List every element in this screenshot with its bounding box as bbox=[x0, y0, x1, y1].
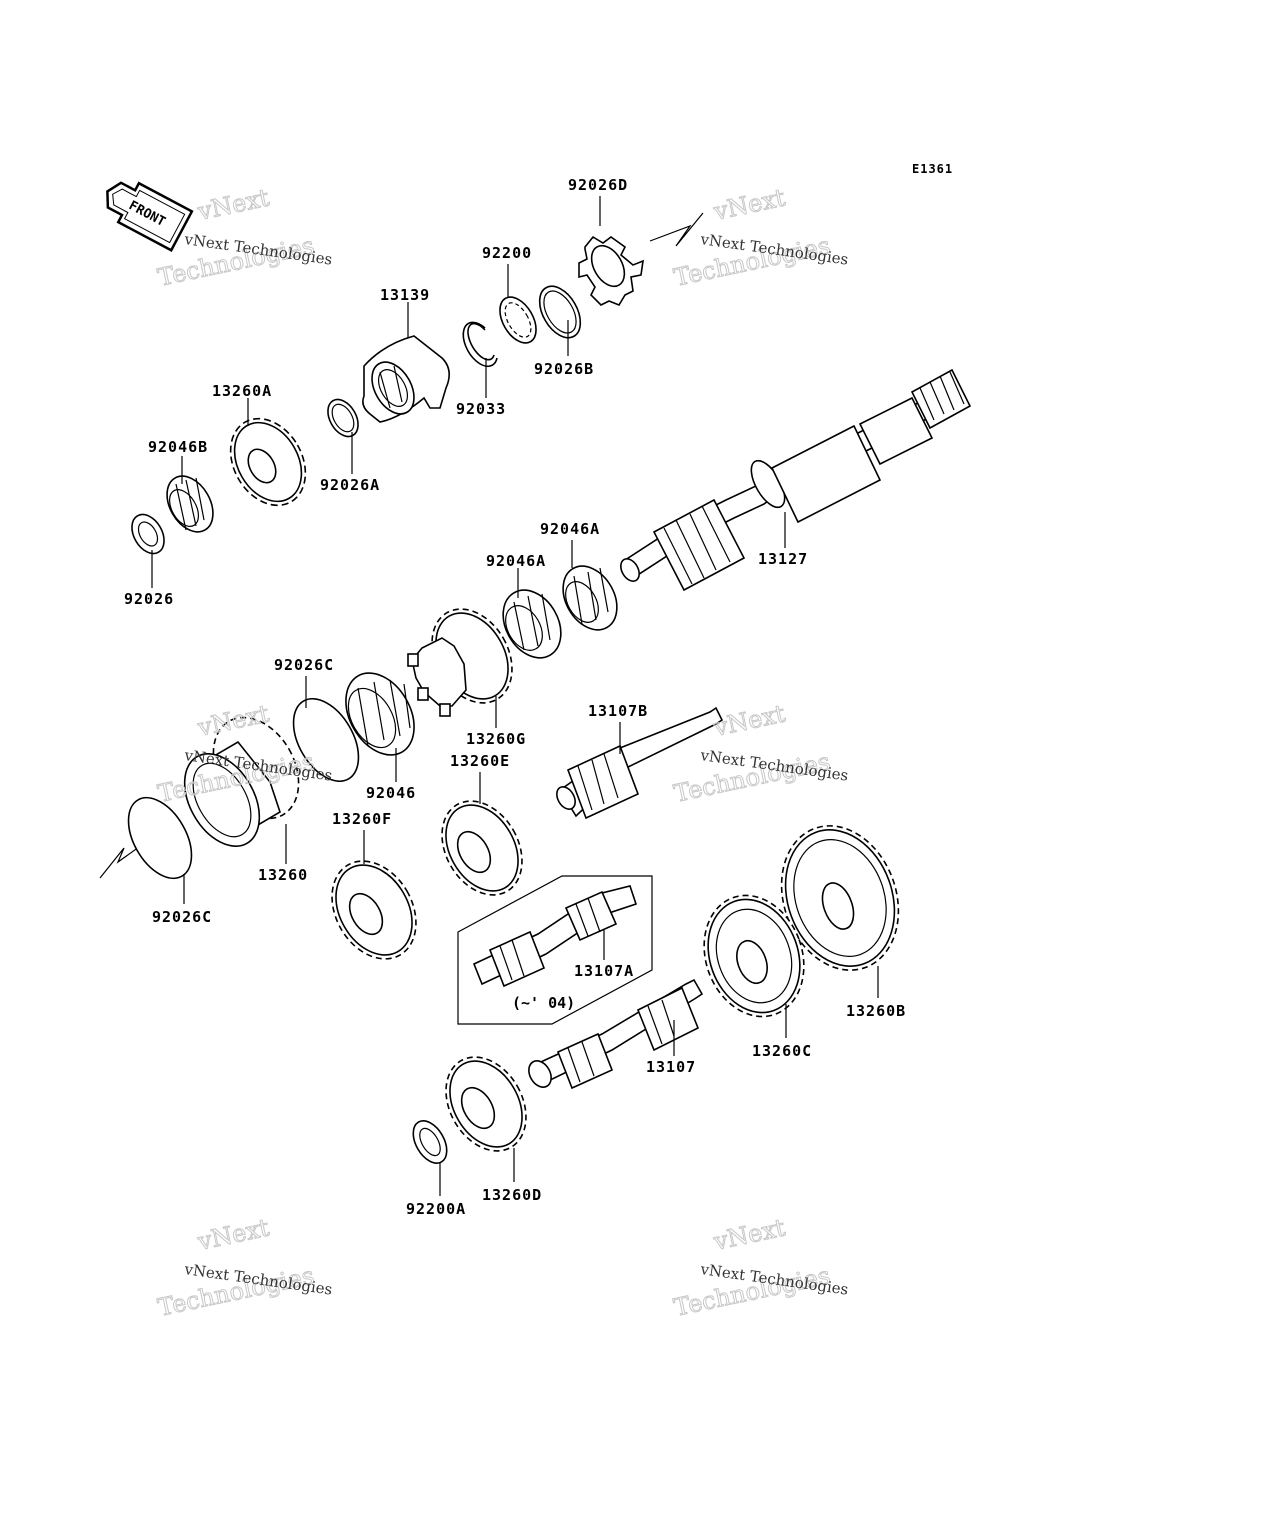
label-92046B: 92046B bbox=[148, 438, 208, 456]
label-13260B: 13260B bbox=[846, 1002, 906, 1020]
watermark-1: vNext Technologies vNext Technologies bbox=[155, 183, 334, 292]
part-92026A-inner bbox=[331, 403, 355, 433]
part-92046A-2 bbox=[502, 589, 562, 659]
label-13260G: 13260G bbox=[466, 730, 526, 748]
part-labels: 92026D 92200 92026B 13139 92033 13260A 9… bbox=[124, 176, 906, 1218]
part-13260 bbox=[183, 716, 300, 847]
part-92200A-inner bbox=[419, 1127, 441, 1157]
label-92046: 92046 bbox=[366, 784, 416, 802]
break-mark-top bbox=[649, 212, 704, 247]
label-13260E: 13260E bbox=[450, 752, 510, 770]
part-13260C bbox=[703, 894, 805, 1018]
label-92026: 92026 bbox=[124, 590, 174, 608]
part-92200 bbox=[499, 296, 537, 344]
label-13260F: 13260F bbox=[332, 810, 392, 828]
label-13260: 13260 bbox=[258, 866, 308, 884]
part-13260A bbox=[229, 417, 307, 507]
inset-note: (~' 04) bbox=[512, 994, 575, 1012]
watermark-5: vNext Technologies vNext Technologies bbox=[155, 1213, 334, 1322]
label-92026C-2: 92026C bbox=[152, 908, 212, 926]
svg-text:vNext: vNext bbox=[194, 1213, 272, 1256]
svg-text:vNext: vNext bbox=[710, 699, 788, 742]
part-92026-inner bbox=[137, 521, 159, 547]
diagram-code: E1361 bbox=[912, 162, 953, 176]
part-13260B bbox=[780, 825, 900, 971]
part-13139 bbox=[362, 335, 450, 423]
part-13260E bbox=[441, 800, 523, 896]
part-13107B bbox=[556, 706, 724, 820]
label-13127: 13127 bbox=[758, 550, 808, 568]
leader-lines bbox=[151, 196, 879, 1196]
label-92026D: 92026D bbox=[568, 176, 628, 194]
part-13260D bbox=[445, 1056, 527, 1152]
part-13107 bbox=[528, 978, 704, 1090]
label-13260D: 13260D bbox=[482, 1186, 542, 1204]
part-13260G bbox=[407, 608, 513, 717]
watermark-6: vNext Technologies vNext Technologies bbox=[671, 1213, 850, 1322]
label-13260C: 13260C bbox=[752, 1042, 812, 1060]
front-arrow-icon: FRONT bbox=[106, 181, 194, 252]
label-92026C-1: 92026C bbox=[274, 656, 334, 674]
part-92033 bbox=[462, 321, 498, 367]
label-92033: 92033 bbox=[456, 400, 506, 418]
part-92026B bbox=[538, 285, 582, 339]
part-92026C-1 bbox=[292, 697, 360, 783]
label-13260A: 13260A bbox=[212, 382, 272, 400]
part-92046 bbox=[345, 672, 415, 756]
label-92026B: 92026B bbox=[534, 360, 594, 378]
label-13107: 13107 bbox=[646, 1058, 696, 1076]
part-92026D bbox=[578, 235, 644, 306]
part-92046A-1 bbox=[562, 565, 618, 631]
watermark-2: vNext Technologies vNext Technologies bbox=[671, 183, 850, 292]
inset-13107A: (~' 04) bbox=[457, 875, 653, 1025]
watermark-4: vNext Technologies vNext Technologies bbox=[671, 699, 850, 808]
label-92026A: 92026A bbox=[320, 476, 380, 494]
svg-text:vNext: vNext bbox=[710, 183, 788, 226]
part-92026 bbox=[131, 513, 165, 555]
svg-text:vNext: vNext bbox=[710, 1213, 788, 1256]
label-13107B: 13107B bbox=[588, 702, 648, 720]
label-92200A: 92200A bbox=[406, 1200, 466, 1218]
part-13260F bbox=[331, 860, 417, 960]
label-92200: 92200 bbox=[482, 244, 532, 262]
label-92046A-1: 92046A bbox=[540, 520, 600, 538]
label-13107A: 13107A bbox=[574, 962, 634, 980]
part-92200A bbox=[412, 1120, 448, 1164]
part-92026A bbox=[327, 398, 359, 438]
part-92026C-2 bbox=[127, 796, 193, 880]
label-13139: 13139 bbox=[380, 286, 430, 304]
break-mark-left bbox=[99, 841, 147, 879]
svg-text:vNext: vNext bbox=[194, 183, 272, 226]
part-13127 bbox=[620, 368, 972, 592]
label-92046A-2: 92046A bbox=[486, 552, 546, 570]
part-92026B-inner bbox=[543, 290, 577, 334]
part-92046B bbox=[166, 475, 214, 533]
